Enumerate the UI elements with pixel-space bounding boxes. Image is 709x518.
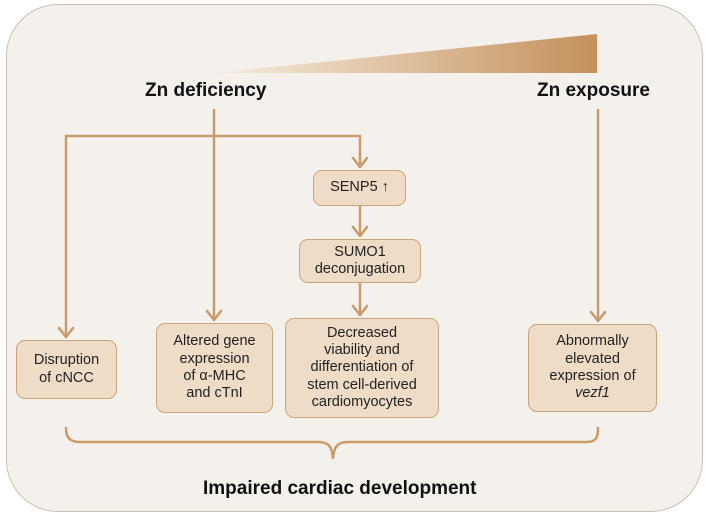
vezf1-expression-box: Abnormally elevated expression of vezf1 xyxy=(528,324,657,412)
zinc-gradient-wedge xyxy=(215,34,597,73)
deficiency-branch-line xyxy=(64,108,362,138)
senp5-text: SENP5 ↑ xyxy=(330,179,389,196)
viability-line-3: differentiation of xyxy=(310,359,414,376)
impaired-cardiac-development-label: Impaired cardiac development xyxy=(203,478,477,499)
viability-line-4: stem cell-derived xyxy=(307,376,417,393)
arrow-exposure-to-vezf1 xyxy=(589,108,607,323)
sumo1-deconjugation-box: SUMO1 deconjugation xyxy=(299,239,421,283)
cncc-line-1: Disruption xyxy=(33,352,100,369)
viability-line-2: viability and xyxy=(324,341,400,358)
sumo1-line-2: deconjugation xyxy=(314,261,406,277)
cncc-line-2: of cNCC xyxy=(39,369,94,386)
arrow-to-cncc xyxy=(57,134,75,339)
arrow-sumo1-to-viability xyxy=(351,281,369,317)
arrow-senp5-to-sumo1 xyxy=(351,204,369,238)
gene-line-4: and cTnI xyxy=(186,385,243,402)
zn-deficiency-label: Zn deficiency xyxy=(145,80,267,101)
gene-line-2: expression xyxy=(179,350,250,367)
senp5-box: SENP5 ↑ xyxy=(313,170,406,206)
viability-line-1: Decreased xyxy=(326,324,398,341)
convergence-bracket xyxy=(64,426,600,460)
arrow-to-gene-expression xyxy=(205,134,223,322)
gene-line-1: Altered gene xyxy=(173,333,256,350)
sumo1-line-1: SUMO1 xyxy=(334,243,386,260)
cardiomyocyte-viability-box: Decreased viability and differentiation … xyxy=(285,318,439,418)
vezf1-line-2: elevated xyxy=(565,350,620,367)
vezf1-line-1: Abnormally xyxy=(556,333,629,350)
viability-line-5: cardiomyocytes xyxy=(311,394,413,411)
zn-exposure-label: Zn exposure xyxy=(537,80,650,101)
gene-expression-box: Altered gene expression of α-MHC and cTn… xyxy=(156,323,273,413)
vezf1-line-3: expression of xyxy=(549,368,636,384)
arrow-to-senp5 xyxy=(351,134,369,169)
cncc-disruption-box: Disruption of cNCC xyxy=(16,340,117,399)
vezf1-gene-name: vezf1 xyxy=(575,385,610,402)
gene-line-3: of α-MHC xyxy=(183,368,246,384)
